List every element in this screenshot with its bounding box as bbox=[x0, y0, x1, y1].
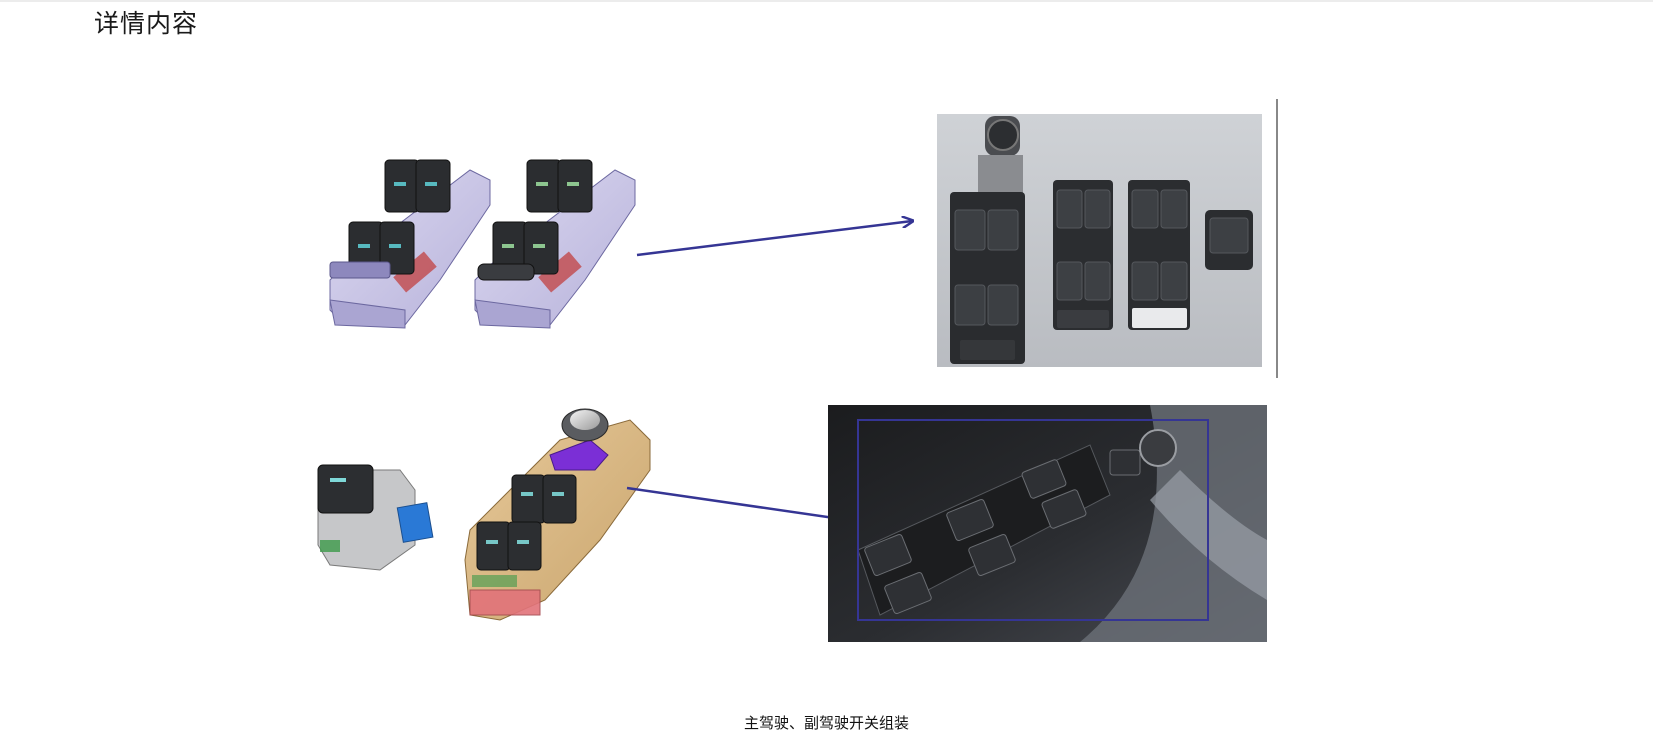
top-divider bbox=[0, 0, 1653, 2]
photo-part-driver-switch bbox=[950, 116, 1025, 364]
photo-window-switch-parts bbox=[937, 114, 1262, 367]
cad-passenger-module bbox=[317, 464, 434, 571]
photo-switch-bank bbox=[857, 429, 1177, 616]
photo-door-panel-installed bbox=[828, 405, 1267, 642]
photo-part-four-switch-b bbox=[1128, 180, 1190, 330]
cad-driver-module bbox=[464, 408, 651, 621]
figure-caption: 主驾驶、副驾驶开关组装 bbox=[743, 714, 909, 732]
highlight-frame bbox=[857, 419, 1209, 621]
cad-window-switch-models-top bbox=[329, 159, 636, 329]
section-title: 详情内容 bbox=[94, 9, 199, 38]
photo-part-four-switch-a bbox=[1053, 180, 1113, 330]
cad-module-right bbox=[474, 159, 636, 329]
cad-window-switch-models-bottom bbox=[317, 408, 651, 621]
arrow-top bbox=[636, 221, 912, 257]
photo-part-single-switch bbox=[1205, 210, 1253, 270]
cad-module-left bbox=[329, 159, 491, 329]
arrow-bottom bbox=[626, 486, 855, 521]
